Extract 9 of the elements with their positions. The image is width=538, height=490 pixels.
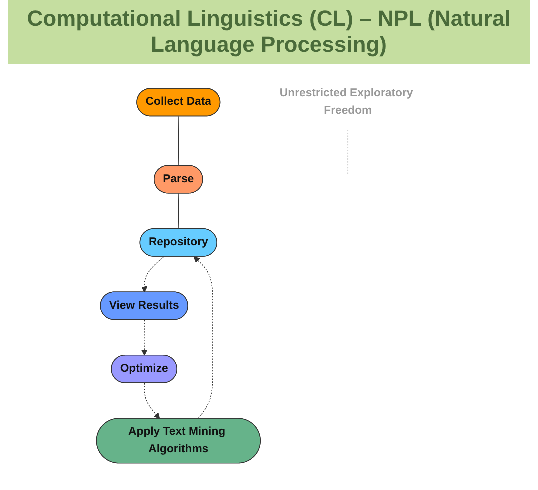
connector bbox=[178, 116, 180, 166]
arrow bbox=[142, 320, 148, 356]
arrow bbox=[142, 256, 165, 293]
title-banner: Computational Linguistics (CL) – NPL (Natural Language Processing) bbox=[8, 0, 530, 64]
connector bbox=[348, 130, 349, 174]
connector bbox=[178, 193, 180, 230]
node-text: Unrestricted Exploratory Freedom bbox=[280, 87, 414, 117]
arrow bbox=[194, 256, 214, 420]
arrow bbox=[144, 383, 161, 420]
